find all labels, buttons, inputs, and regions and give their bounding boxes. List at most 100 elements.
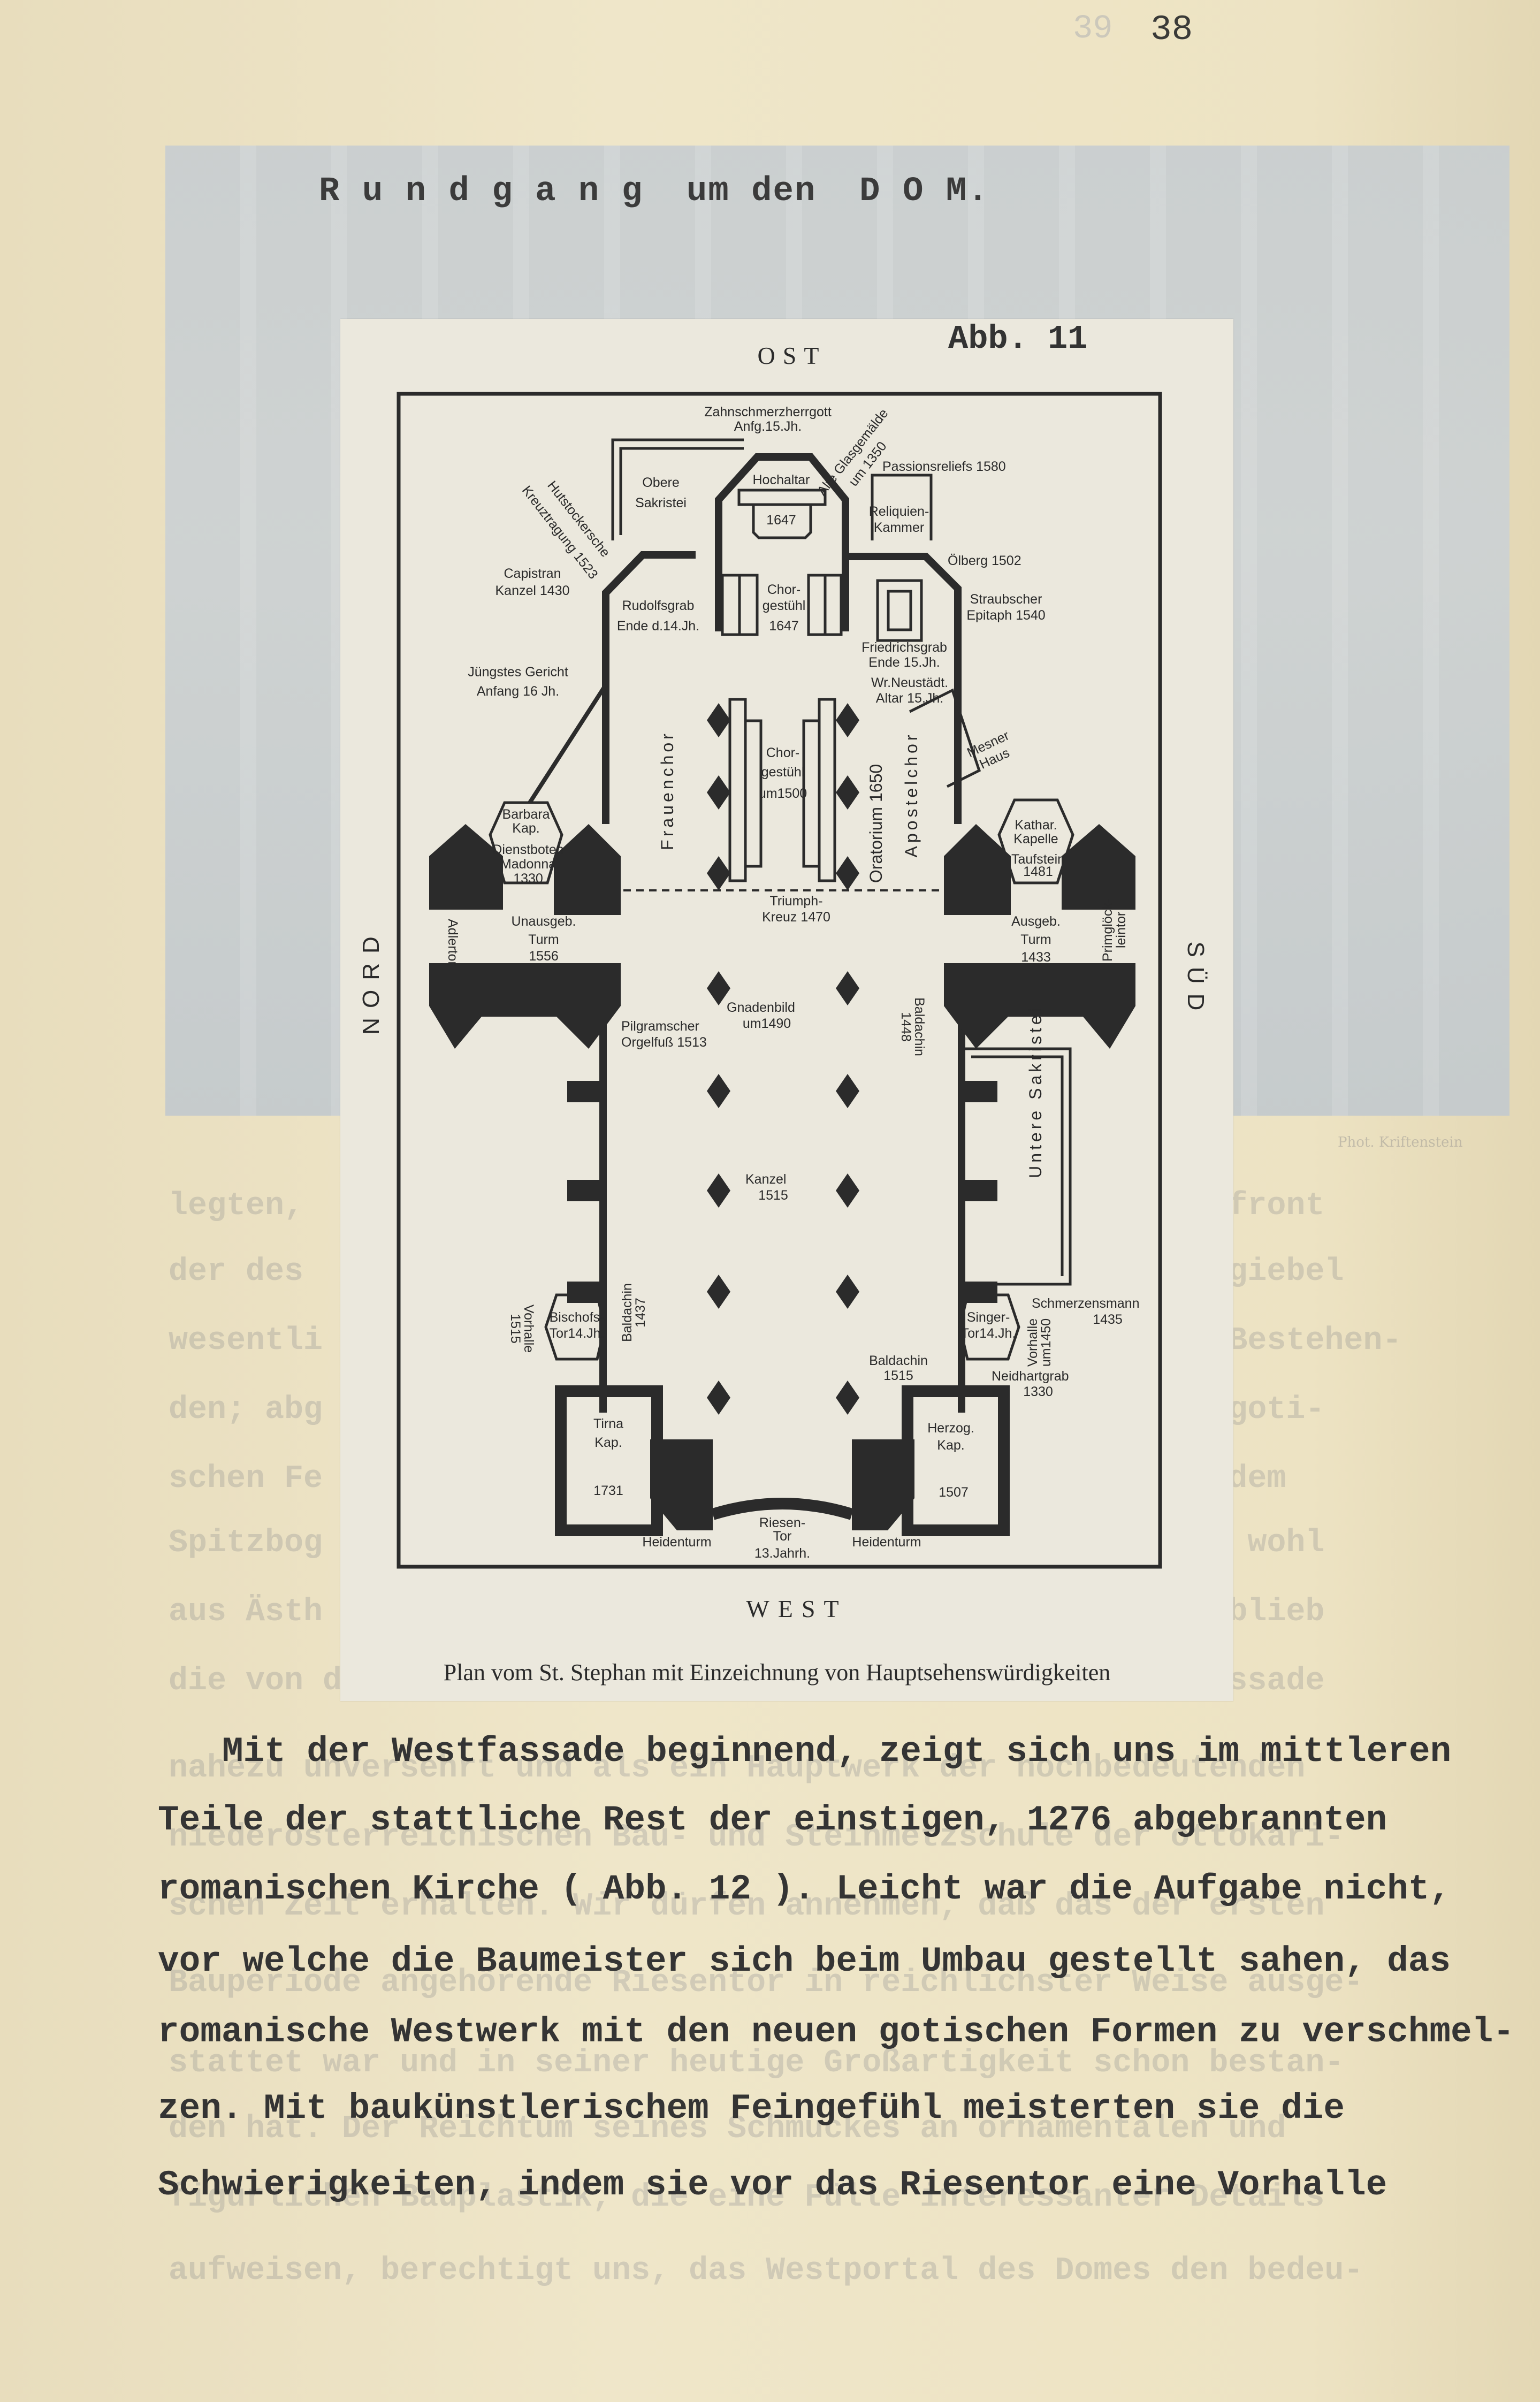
plan-label: Ende 15.Jh. bbox=[868, 655, 940, 670]
plan-label: Tor14.Jh. bbox=[550, 1326, 605, 1341]
body-text-line: Teile der stattliche Rest der einstigen,… bbox=[158, 1800, 1387, 1840]
plan-label: Baldachin bbox=[620, 1283, 635, 1342]
singertor-outline bbox=[958, 1293, 1020, 1361]
body-text-line: romanischen Kirche ( Abb. 12 ). Leicht w… bbox=[158, 1869, 1451, 1909]
body-text-line: Schwierigkeiten, indem sie vor das Riese… bbox=[158, 2165, 1387, 2205]
bleed-through-line: schen Zeit erhalten. Wir dürfen annehmen… bbox=[169, 1888, 1325, 1925]
north-tower-mass bbox=[429, 824, 503, 910]
plan-label: 1435 bbox=[1093, 1312, 1123, 1327]
plan-label: Untere Sakristei bbox=[1026, 1005, 1045, 1178]
pier bbox=[707, 703, 730, 737]
pier bbox=[707, 1275, 730, 1309]
pier bbox=[836, 703, 859, 737]
plan-label: Gnadenbild bbox=[727, 1000, 795, 1015]
plan-towers bbox=[429, 824, 1135, 1536]
compass-south: SÜD bbox=[1183, 942, 1209, 1020]
bleed-through-line: Spitzbog gens wohl bbox=[169, 1525, 1325, 1561]
plan-label: Friedrichsgrab bbox=[862, 640, 947, 655]
plan-label: Heidenturm bbox=[852, 1535, 921, 1550]
pier bbox=[836, 1381, 859, 1415]
body-text-line: zen. Mit baukünstlerischem Feingefühl me… bbox=[158, 2088, 1345, 2129]
figure-caption: Plan vom St. Stephan mit Einzeichnung vo… bbox=[444, 1659, 1110, 1686]
plan-label: Madonna bbox=[500, 857, 556, 872]
compass-east: OST bbox=[758, 342, 827, 369]
plan-label: Anfang 16 Jh. bbox=[477, 684, 559, 699]
mesnerhaus-outline bbox=[909, 688, 981, 788]
plan-label: Wr.Neustädt. bbox=[871, 675, 948, 690]
plan-label: Rudolfsgrab bbox=[622, 598, 695, 613]
riesentor-arch bbox=[711, 1498, 854, 1520]
plan-label: Straubscher bbox=[970, 592, 1042, 607]
plan-label: 1433 bbox=[1021, 950, 1051, 965]
pier bbox=[707, 1381, 730, 1415]
tirna-kapelle-walls bbox=[555, 1385, 663, 1536]
plan-label: Kreuz 1470 bbox=[762, 910, 830, 925]
south-tower-mass bbox=[1062, 824, 1135, 910]
central-apse-wall bbox=[715, 453, 849, 631]
plan-label: Chor- bbox=[767, 582, 801, 597]
plan-label: Turm bbox=[1020, 932, 1051, 947]
plan-label: Schmerzensmann bbox=[1032, 1296, 1139, 1311]
plan-label: Kap. bbox=[512, 821, 539, 836]
plan-label: Frauenchor bbox=[658, 730, 677, 850]
north-heidenturm-mass bbox=[650, 1439, 713, 1530]
plan-label: 1556 bbox=[529, 949, 559, 964]
plan-label: Herzog. bbox=[927, 1421, 974, 1436]
plan-label: Kathar. bbox=[1015, 818, 1057, 833]
plan-label: 1515 bbox=[758, 1188, 788, 1203]
plan-label: Vorhalle bbox=[1025, 1318, 1040, 1367]
plan-label: Kanzel 1430 bbox=[495, 583, 569, 598]
plan-piers bbox=[707, 703, 859, 1415]
untere-sakristei-outline bbox=[963, 1047, 1072, 1286]
plan-label: gestühl bbox=[763, 598, 806, 613]
pier bbox=[707, 775, 730, 810]
bleed-through-line: figürlichen Bauplastik, die eine Fülle i… bbox=[169, 2179, 1325, 2216]
body-text-line: romanische Westwerk mit den neuen gotisc… bbox=[158, 2012, 1514, 2052]
north-choir-wall bbox=[602, 551, 696, 824]
pier bbox=[707, 1074, 730, 1108]
compass-north: NORD bbox=[358, 927, 384, 1035]
plan-label: Kanzel bbox=[745, 1172, 786, 1187]
plan-label: Epitaph 1540 bbox=[966, 608, 1045, 623]
plan-label: Riesen- bbox=[759, 1515, 805, 1530]
plan-label: 1515 bbox=[508, 1314, 523, 1344]
plan-label: Kap. bbox=[594, 1435, 622, 1450]
plan-label: 1731 bbox=[593, 1483, 623, 1498]
figure-label: Abb. 11 bbox=[948, 320, 1088, 358]
pier bbox=[836, 856, 859, 890]
plan-label: Triumph- bbox=[769, 894, 822, 909]
barbara-kapelle-outline bbox=[489, 801, 563, 884]
plan-label: leintor bbox=[1114, 912, 1129, 948]
plan-label: Passionsreliefs 1580 bbox=[882, 459, 1006, 474]
plan-label: Taufstein bbox=[1011, 852, 1065, 867]
plan-label: Obere bbox=[642, 475, 679, 490]
bleed-through-line: nahezu unversehrt und als ein Hauptwerk … bbox=[169, 1750, 1306, 1787]
plan-label: Bischofs- bbox=[550, 1310, 605, 1325]
plan-label: Baldachin bbox=[912, 997, 927, 1056]
plan-label: 1448 bbox=[898, 1012, 913, 1042]
plan-label: Barbara bbox=[502, 807, 550, 822]
plan-label: 1507 bbox=[939, 1485, 969, 1500]
plan-label: 13.Jahrh. bbox=[754, 1546, 810, 1561]
plan-label: Chor- bbox=[766, 745, 800, 760]
plan-label: Hochaltar bbox=[753, 472, 810, 487]
pier bbox=[707, 856, 730, 890]
plan-label: Turm bbox=[528, 932, 559, 947]
plan-label: Vorhalle bbox=[521, 1305, 536, 1353]
plan-label: Adlertor bbox=[445, 919, 460, 966]
plan-label: Zahnschmerzherrgott bbox=[704, 405, 832, 420]
plan-label: Tirna bbox=[593, 1416, 623, 1431]
plan-label: 1330 bbox=[1023, 1384, 1053, 1399]
plan-label: Apostelchor bbox=[902, 732, 921, 858]
pier bbox=[836, 1275, 859, 1309]
photo-credit: Phot. Kriftenstein bbox=[1338, 1134, 1463, 1150]
plan-label: 1437 bbox=[633, 1298, 648, 1328]
plan-label: 1330 bbox=[513, 871, 543, 886]
plan-label: 1647 bbox=[769, 619, 799, 634]
plan-label: Heidenturm bbox=[642, 1535, 711, 1550]
plan-label: Oratorium 1650 bbox=[866, 764, 886, 883]
reliquienkammer-outline bbox=[871, 474, 933, 540]
bleed-through-line: niederösterreichischen Bau- und Steinmet… bbox=[169, 1819, 1344, 1856]
compass-west: WEST bbox=[746, 1595, 847, 1622]
